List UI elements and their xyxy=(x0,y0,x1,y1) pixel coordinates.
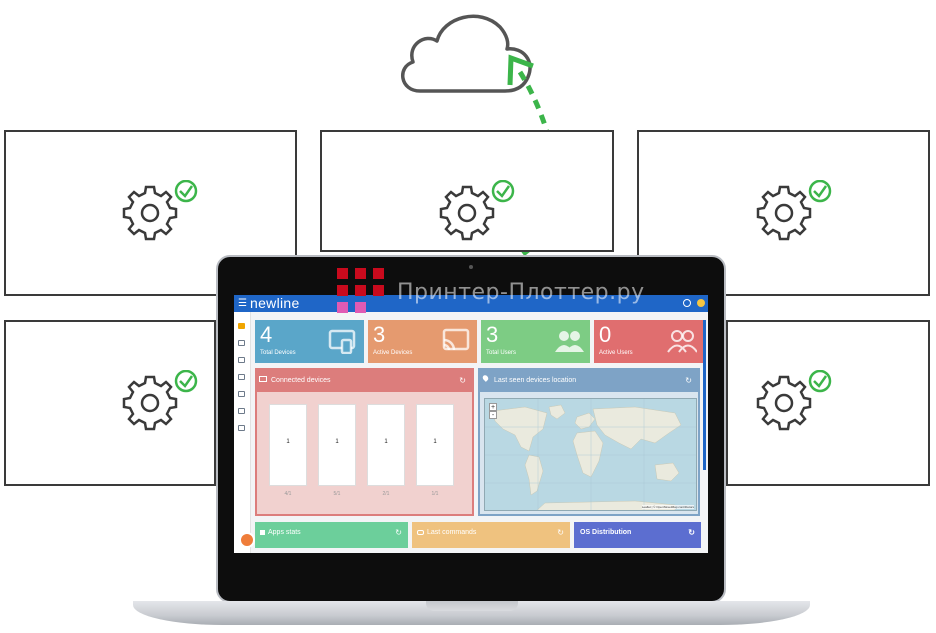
scrollbar[interactable] xyxy=(703,320,706,470)
users-outline-icon xyxy=(667,330,697,353)
stats-icon xyxy=(260,530,265,535)
watermark-text: Принтер-Плоттер.ру xyxy=(397,280,645,305)
display-panel-bottom-left xyxy=(4,320,216,486)
refresh-icon[interactable]: ↻ xyxy=(688,528,695,537)
stat-label: Active Devices xyxy=(373,350,413,356)
stat-value: 4 xyxy=(260,322,273,347)
card-header: Apps stats ↻ xyxy=(255,522,408,544)
device-tile[interactable]: 1 xyxy=(367,404,405,486)
card-header: Last seen devices location ↻ xyxy=(480,370,698,392)
gear-icon xyxy=(439,180,515,241)
user-icon[interactable] xyxy=(697,299,705,307)
stat-label: Total Devices xyxy=(260,350,296,356)
device-tile[interactable]: 1 xyxy=(269,404,307,486)
device-caption: 1/1 xyxy=(431,491,439,497)
top-bar: ☰ newline xyxy=(234,295,708,312)
zoom-in-button[interactable]: + xyxy=(489,403,497,411)
stat-active-devices[interactable]: 3 Active Devices xyxy=(368,320,477,363)
devices-icon xyxy=(328,329,356,354)
apps-stats-card[interactable]: Apps stats ↻ xyxy=(255,522,408,548)
device-caption: 5/1 xyxy=(333,491,341,497)
link-icon[interactable] xyxy=(238,408,245,414)
devices-icon[interactable] xyxy=(238,340,245,346)
monitor-icon xyxy=(259,376,267,382)
last-commands-card[interactable]: Last commands ↻ xyxy=(412,522,570,548)
laptop-notch xyxy=(426,601,518,611)
dashboard-icon[interactable] xyxy=(238,323,245,329)
device-value: 1 xyxy=(335,439,339,445)
gear-icon xyxy=(756,370,832,431)
card-header: Last commands ↻ xyxy=(412,522,570,544)
stat-value: 3 xyxy=(373,322,386,347)
card-title: Apps stats xyxy=(268,529,301,536)
stat-value: 3 xyxy=(486,322,499,347)
webcam xyxy=(469,265,473,269)
users-icon[interactable] xyxy=(238,374,245,380)
cast-icon xyxy=(442,328,470,351)
commands-icon xyxy=(417,530,424,535)
world-map-landmass xyxy=(485,399,696,510)
world-map[interactable]: + - Leaflet | © OpenStreetMap contributo… xyxy=(484,398,697,511)
stat-label: Total Users xyxy=(486,350,517,356)
card-header: OS Distribution ↻ xyxy=(574,522,701,544)
device-caption: 2/1 xyxy=(382,491,390,497)
device-tile[interactable]: 1 xyxy=(416,404,454,486)
sidebar xyxy=(234,312,251,553)
os-distribution-card[interactable]: OS Distribution ↻ xyxy=(574,522,701,548)
refresh-icon[interactable]: ↻ xyxy=(395,528,402,537)
watermark-logo xyxy=(337,268,387,314)
save-icon[interactable] xyxy=(238,391,245,397)
stat-label: Active Users xyxy=(599,350,633,356)
card-title: Last seen devices location xyxy=(494,377,577,384)
brand-logo: newline xyxy=(250,295,300,311)
infinity-icon[interactable] xyxy=(238,425,245,431)
stat-total-devices[interactable]: 4 Total Devices xyxy=(255,320,364,363)
hamburger-icon[interactable]: ☰ xyxy=(238,298,247,309)
gear-icon xyxy=(756,180,832,241)
device-value: 1 xyxy=(433,439,437,445)
refresh-icon[interactable]: ↻ xyxy=(685,376,692,385)
chat-bubble-button[interactable] xyxy=(239,532,255,548)
card-title: OS Distribution xyxy=(580,529,632,536)
cloud-icon xyxy=(401,14,532,93)
device-value: 1 xyxy=(384,439,388,445)
refresh-icon[interactable]: ↻ xyxy=(557,528,564,537)
card-title: Last commands xyxy=(427,529,477,536)
refresh-icon[interactable]: ↻ xyxy=(459,376,466,385)
gear-icon xyxy=(122,370,198,431)
settings-icon[interactable] xyxy=(683,299,691,307)
map-attribution[interactable]: Leaflet | © OpenStreetMap contributors xyxy=(641,505,694,509)
device-tile[interactable]: 1 xyxy=(318,404,356,486)
device-caption: 4/1 xyxy=(284,491,292,497)
display-panel-top-center xyxy=(320,130,614,252)
gear-icon xyxy=(122,180,198,241)
stat-total-users[interactable]: 3 Total Users xyxy=(481,320,590,363)
stat-active-users[interactable]: 0 Active Users xyxy=(594,320,703,363)
card-title: Connected devices xyxy=(271,377,331,384)
dashboard-screen: ☰ newline 4 Total Devices 3 Active Devic… xyxy=(234,295,708,553)
shield-icon[interactable] xyxy=(238,357,245,363)
stat-value: 0 xyxy=(599,322,612,347)
device-value: 1 xyxy=(286,439,290,445)
card-header: Connected devices ↻ xyxy=(257,370,472,392)
users-icon xyxy=(555,331,584,352)
zoom-out-button[interactable]: - xyxy=(489,411,497,419)
display-panel-bottom-right xyxy=(726,320,930,486)
